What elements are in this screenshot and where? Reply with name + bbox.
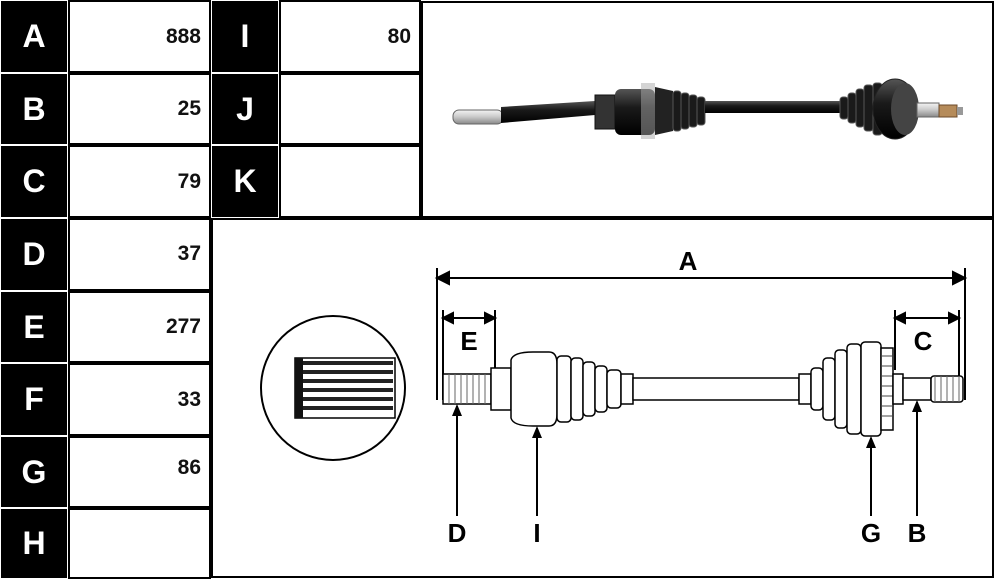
- leader-label-d: D: [448, 518, 467, 548]
- label-i: I: [211, 0, 279, 73]
- spline-detail-icon: [294, 357, 396, 419]
- dimension-a-label: A: [679, 246, 698, 276]
- product-photo-panel: [421, 1, 994, 218]
- label-a: A: [0, 0, 68, 73]
- spline-detail-circle: [260, 315, 406, 461]
- value-d: 37: [68, 218, 211, 291]
- value-k: [279, 145, 421, 218]
- label-b: B: [0, 73, 68, 145]
- label-e: E: [0, 291, 68, 363]
- label-g: G: [0, 436, 68, 508]
- value-h: [68, 508, 211, 579]
- value-e: 277: [68, 291, 211, 363]
- label-j: J: [211, 73, 279, 145]
- label-c: C: [0, 145, 68, 218]
- value-a: 888: [68, 0, 211, 73]
- dimension-a-line: [434, 268, 968, 400]
- label-f: F: [0, 363, 68, 436]
- value-c: 79: [68, 145, 211, 218]
- label-h: H: [0, 508, 68, 579]
- value-b: 25: [68, 73, 211, 145]
- value-f: 33: [68, 363, 211, 436]
- label-k: K: [211, 145, 279, 218]
- leader-label-i: I: [533, 518, 540, 548]
- leader-label-g: G: [861, 518, 881, 548]
- drive-shaft-diagram: A E C: [260, 246, 968, 548]
- drive-shaft-photo: [452, 78, 963, 140]
- value-g: 86: [68, 436, 211, 508]
- dimension-c-label: C: [914, 326, 933, 356]
- dimension-e-label: E: [460, 326, 477, 356]
- leader-label-b: B: [908, 518, 927, 548]
- shaft-outline: [442, 341, 964, 437]
- value-j: [279, 73, 421, 145]
- leader-lines: [456, 402, 918, 516]
- label-d: D: [0, 218, 68, 291]
- value-i: 80: [279, 0, 421, 73]
- technical-diagram-panel: A E C: [211, 218, 994, 578]
